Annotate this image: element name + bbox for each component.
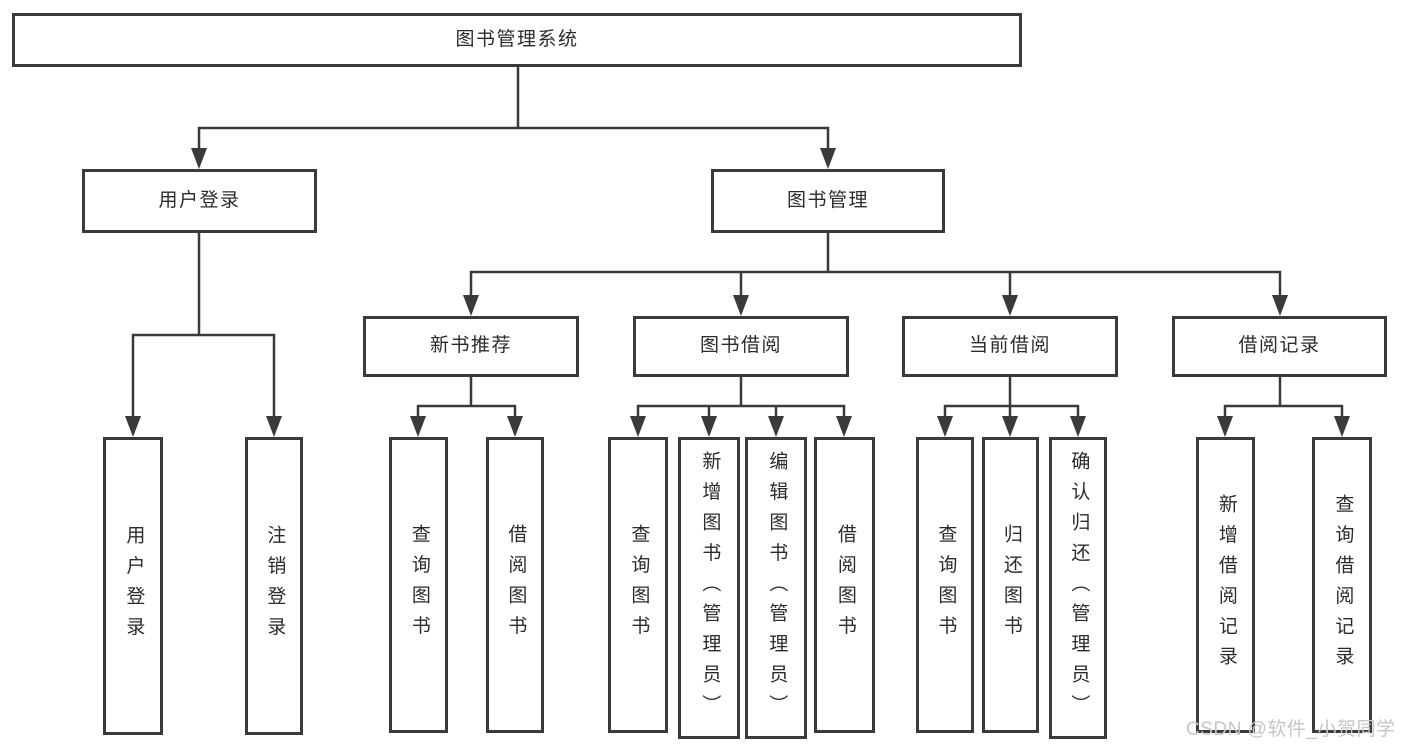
node-new-book-recommend-label: 新书推荐: [429, 335, 512, 357]
leaf-return-books: 归还图书: [982, 437, 1039, 733]
leaf-query-books-current: 查询图书: [916, 437, 974, 733]
node-root-label: 图书管理系统: [455, 28, 579, 50]
leaf-add-books-admin: 新增图书（管理员）: [678, 437, 740, 739]
leaf-logout-label: 注销登录: [264, 525, 286, 647]
leaf-return-books-label: 归还图书: [1000, 524, 1022, 646]
leaf-user-login-label: 用户登录: [123, 525, 145, 647]
leaf-add-borrow-record-label: 新增借阅记录: [1215, 493, 1237, 677]
leaf-edit-books-admin-label: 编辑图书（管理员）: [766, 451, 788, 725]
leaf-user-login: 用户登录: [103, 437, 163, 735]
node-book-management: 图书管理: [711, 169, 945, 233]
leaf-query-borrow-record-label: 查询借阅记录: [1332, 493, 1354, 677]
node-current-borrowing: 当前借阅: [902, 316, 1118, 377]
leaf-borrow-books-recommend-label: 借阅图书: [505, 524, 527, 646]
leaf-logout: 注销登录: [245, 437, 303, 735]
leaf-borrow-books-borrowing: 借阅图书: [814, 437, 875, 733]
node-user-login: 用户登录: [82, 169, 317, 233]
node-new-book-recommend: 新书推荐: [363, 316, 579, 377]
leaf-query-books-borrowing: 查询图书: [608, 437, 668, 733]
leaf-edit-books-admin: 编辑图书（管理员）: [745, 437, 807, 739]
leaf-confirm-return-admin-label: 确认归还（管理员）: [1068, 451, 1090, 725]
node-borrow-records-label: 借阅记录: [1238, 335, 1321, 357]
node-book-borrowing: 图书借阅: [633, 316, 849, 377]
node-root-system: 图书管理系统: [12, 13, 1022, 67]
leaf-query-books-recommend-label: 查询图书: [408, 524, 430, 646]
leaf-borrow-books-borrowing-label: 借阅图书: [834, 524, 856, 646]
node-user-login-label: 用户登录: [158, 189, 241, 211]
leaf-add-books-admin-label: 新增图书（管理员）: [699, 451, 721, 725]
node-book-management-label: 图书管理: [786, 189, 869, 211]
node-borrow-records: 借阅记录: [1172, 316, 1387, 377]
leaf-query-books-borrowing-label: 查询图书: [628, 524, 650, 646]
leaf-borrow-books-recommend: 借阅图书: [486, 437, 544, 733]
node-current-borrowing-label: 当前借阅: [968, 335, 1051, 357]
leaf-query-books-current-label: 查询图书: [935, 524, 957, 646]
leaf-query-books-recommend: 查询图书: [389, 437, 448, 733]
leaf-query-borrow-record: 查询借阅记录: [1312, 437, 1372, 733]
leaf-add-borrow-record: 新增借阅记录: [1196, 437, 1255, 733]
node-book-borrowing-label: 图书借阅: [699, 335, 782, 357]
watermark-text: CSDN @软件_小贺同学: [1186, 719, 1396, 740]
leaf-confirm-return-admin: 确认归还（管理员）: [1049, 437, 1107, 739]
